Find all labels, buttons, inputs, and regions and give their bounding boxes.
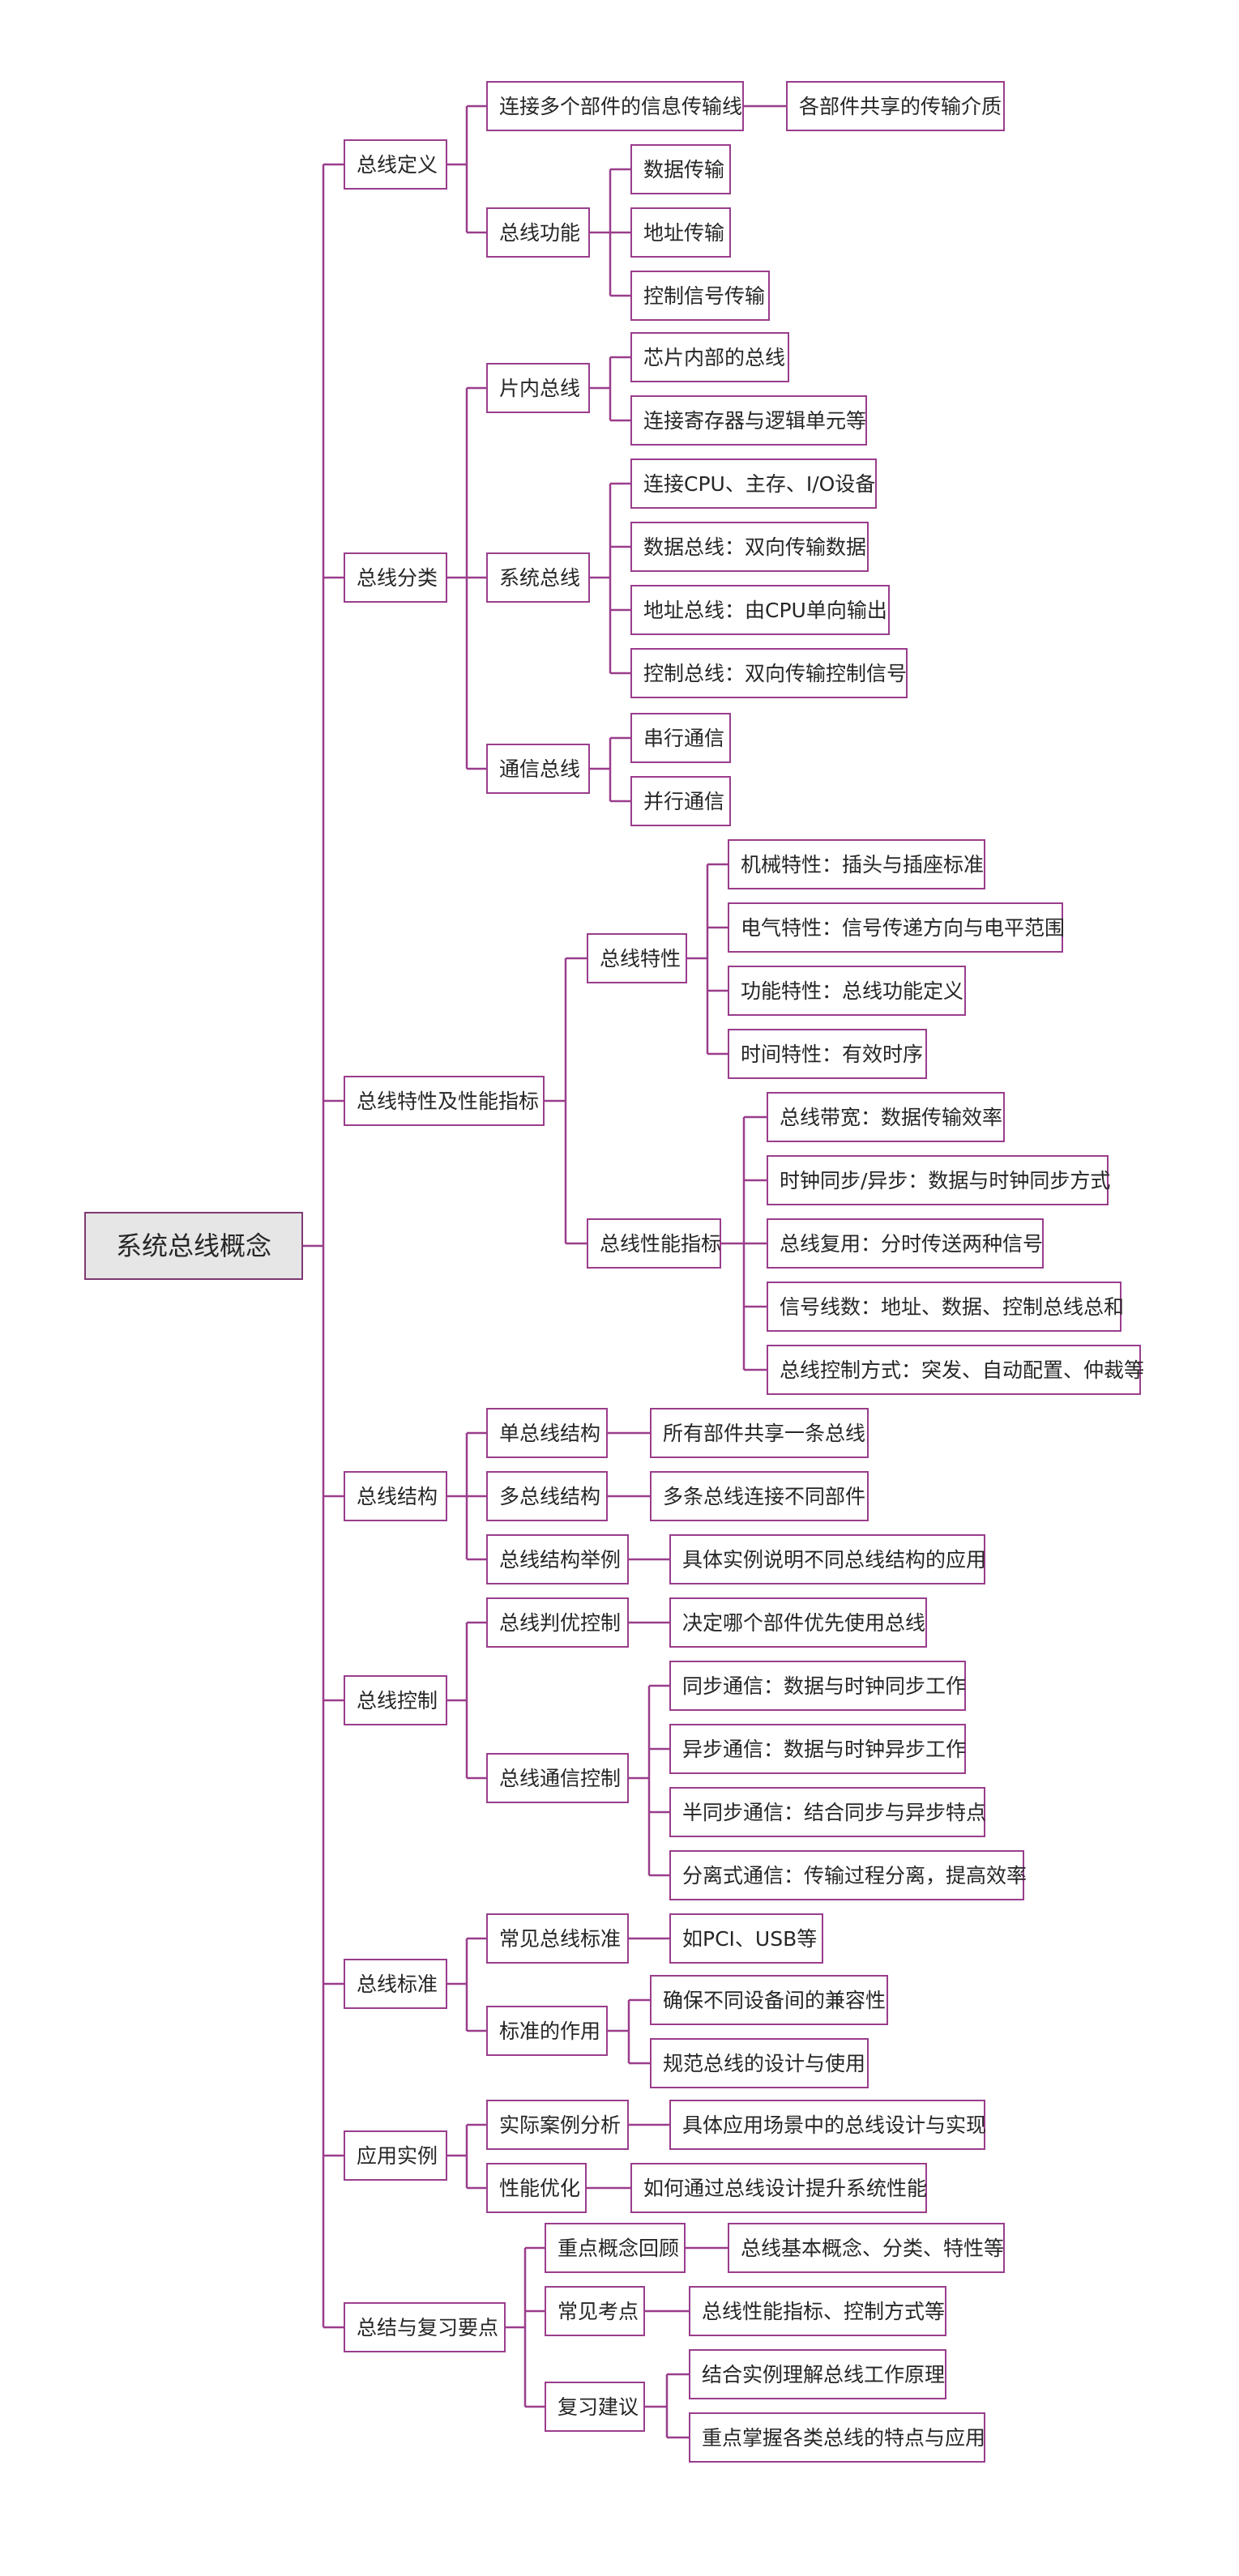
leaf-node[interactable]: 地址总线：由CPU单向输出: [630, 585, 890, 635]
leaf-node[interactable]: 串行通信: [630, 713, 731, 763]
leaf-node[interactable]: 结合实例理解总线工作原理: [689, 2349, 946, 2399]
leaf-node[interactable]: 控制信号传输: [630, 271, 770, 321]
branch-node[interactable]: 总线结构: [344, 1471, 447, 1521]
leaf-node[interactable]: 总线带宽：数据传输效率: [767, 1092, 1005, 1142]
branch-node[interactable]: 总线标准: [344, 1959, 447, 2009]
leaf-node[interactable]: 规范总线的设计与使用: [650, 2038, 869, 2088]
branch-node[interactable]: 总线特性及性能指标: [344, 1076, 545, 1126]
leaf-node[interactable]: 控制总线：双向传输控制信号: [630, 648, 908, 698]
leaf-node[interactable]: 机械特性：插头与插座标准: [728, 839, 985, 889]
sub-node[interactable]: 系统总线: [486, 552, 590, 603]
sub-node[interactable]: 总线性能指标: [587, 1218, 721, 1269]
sub-node[interactable]: 实际案例分析: [486, 2100, 629, 2150]
leaf-node[interactable]: 数据总线：双向传输数据: [630, 522, 869, 572]
sub-node[interactable]: 常见总线标准: [486, 1913, 629, 1964]
leaf-node[interactable]: 具体实例说明不同总线结构的应用: [669, 1534, 986, 1584]
leaf-node[interactable]: 分离式通信：传输过程分离，提高效率: [669, 1850, 1027, 1900]
sub-node[interactable]: 总线功能: [486, 207, 590, 258]
leaf-node[interactable]: 总线性能指标、控制方式等: [689, 2286, 946, 2336]
leaf-node[interactable]: 并行通信: [630, 776, 731, 826]
leaf-node[interactable]: 具体应用场景中的总线设计与实现: [669, 2100, 986, 2150]
branch-node[interactable]: 总线控制: [344, 1675, 447, 1725]
sub-node[interactable]: 重点概念回顾: [545, 2223, 686, 2273]
branch-node[interactable]: 总线分类: [344, 552, 447, 603]
sub-node[interactable]: 总线特性: [587, 933, 687, 983]
sub-node[interactable]: 常见考点: [545, 2286, 645, 2336]
branch-node[interactable]: 应用实例: [344, 2130, 447, 2181]
sub-node[interactable]: 通信总线: [486, 744, 590, 794]
sub-node[interactable]: 标准的作用: [486, 2006, 608, 2056]
leaf-node[interactable]: 地址传输: [630, 207, 731, 258]
leaf-node[interactable]: 信号线数：地址、数据、控制总线总和: [767, 1282, 1124, 1332]
leaf-node[interactable]: 电气特性：信号传递方向与电平范围: [728, 902, 1065, 953]
sub-node[interactable]: 总线结构举例: [486, 1534, 629, 1584]
sub-node[interactable]: 总线通信控制: [486, 1753, 629, 1803]
branch-node[interactable]: 总线定义: [344, 139, 447, 190]
sub-node[interactable]: 连接多个部件的信息传输线: [486, 81, 744, 131]
sub-node[interactable]: 性能优化: [486, 2163, 587, 2213]
leaf-node[interactable]: 半同步通信：结合同步与异步特点: [669, 1787, 986, 1837]
leaf-node[interactable]: 所有部件共享一条总线: [650, 1408, 869, 1458]
branch-node[interactable]: 总结与复习要点: [344, 2302, 506, 2352]
leaf-node[interactable]: 确保不同设备间的兼容性: [650, 1975, 888, 2025]
leaf-node[interactable]: 连接寄存器与逻辑单元等: [630, 395, 867, 446]
root-node[interactable]: 系统总线概念: [84, 1212, 303, 1280]
sub-node[interactable]: 多总线结构: [486, 1471, 608, 1521]
leaf-node[interactable]: 各部件共享的传输介质: [786, 81, 1005, 131]
sub-node[interactable]: 复习建议: [545, 2382, 645, 2432]
sub-node[interactable]: 片内总线: [486, 363, 590, 413]
sub-node[interactable]: 总线判优控制: [486, 1597, 629, 1648]
leaf-node[interactable]: 总线基本概念、分类、特性等: [728, 2223, 1005, 2273]
leaf-node[interactable]: 数据传输: [630, 144, 731, 194]
leaf-node[interactable]: 总线复用：分时传送两种信号: [767, 1218, 1044, 1269]
leaf-node[interactable]: 功能特性：总线功能定义: [728, 966, 966, 1016]
leaf-node[interactable]: 总线控制方式：突发、自动配置、仲裁等: [767, 1345, 1144, 1395]
leaf-node[interactable]: 时间特性：有效时序: [728, 1029, 927, 1079]
leaf-node[interactable]: 如PCI、USB等: [669, 1913, 823, 1964]
leaf-node[interactable]: 异步通信：数据与时钟异步工作: [669, 1724, 966, 1774]
leaf-node[interactable]: 重点掌握各类总线的特点与应用: [689, 2412, 985, 2463]
leaf-node[interactable]: 连接CPU、主存、I/O设备: [630, 458, 877, 509]
leaf-node[interactable]: 如何通过总线设计提升系统性能: [630, 2163, 927, 2213]
leaf-node[interactable]: 时钟同步/异步：数据与时钟同步方式: [767, 1155, 1110, 1205]
leaf-node[interactable]: 芯片内部的总线: [630, 332, 789, 382]
leaf-node[interactable]: 决定哪个部件优先使用总线: [669, 1597, 927, 1648]
leaf-node[interactable]: 同步通信：数据与时钟同步工作: [669, 1661, 966, 1711]
leaf-node[interactable]: 多条总线连接不同部件: [650, 1471, 869, 1521]
sub-node[interactable]: 单总线结构: [486, 1408, 608, 1458]
